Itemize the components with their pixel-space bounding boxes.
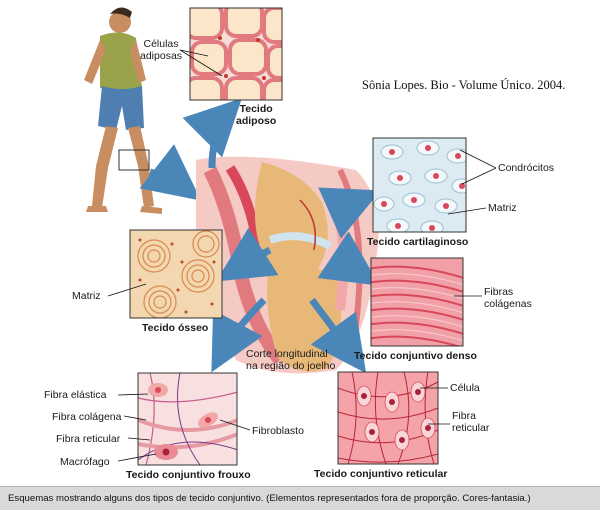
label-fibras-line1: Fibras: [484, 286, 514, 298]
label-fibra-colagena: Fibra colágena: [52, 411, 122, 423]
title-adiposo-line2: adiposo: [236, 115, 277, 127]
label-fibra-ret-line2: reticular: [452, 422, 490, 434]
label-condrocitos: Condrócitos: [498, 162, 555, 174]
knee-section: [196, 156, 379, 374]
title-adiposo-line1: Tecido: [239, 103, 273, 115]
label-celulas-line2: adiposas: [140, 50, 183, 62]
title-tecido-adiposo: Tecido adiposo: [236, 103, 276, 127]
label-fibra-reticular: Fibra reticular: [452, 410, 489, 434]
label-celulas-adiposas: Células adiposas: [140, 38, 182, 62]
panel-reticular: [337, 371, 450, 465]
label-celula: Célula: [450, 382, 480, 394]
label-fibras-colagenas: Fibras colágenas: [484, 286, 532, 310]
panel-cartilaginoso: [372, 137, 497, 233]
panel-frouxo: [117, 372, 251, 466]
label-macrofago: Macrófago: [60, 456, 110, 468]
label-fibra-ret-line1: Fibra: [452, 410, 476, 422]
label-corte-line1: Corte longitudinal: [246, 348, 328, 360]
label-corte-line2: na região do joelho: [246, 360, 336, 372]
panel-denso: [370, 257, 482, 347]
panel-adiposo: [179, 7, 283, 101]
label-fibra-elastica: Fibra elástica: [44, 389, 107, 401]
source-credit: Sônia Lopes. Bio - Volume Único. 2004.: [362, 78, 566, 92]
label-celulas-line1: Células: [143, 38, 179, 50]
label-matriz-osso: Matriz: [72, 290, 101, 302]
label-matriz-cartilagem: Matriz: [488, 202, 517, 214]
label-fibra-reticular-frouxo: Fibra reticular: [56, 433, 121, 445]
title-tecido-osseo: Tecido ósseo: [142, 322, 209, 334]
title-tecido-frouxo: Tecido conjuntivo frouxo: [126, 469, 251, 481]
title-tecido-denso: Tecido conjuntivo denso: [354, 350, 477, 362]
label-fibras-line2: colágenas: [484, 298, 532, 310]
title-tecido-cartilaginoso: Tecido cartilaginoso: [367, 236, 469, 248]
label-fibroblasto: Fibroblasto: [252, 425, 304, 437]
panel-osseo: [107, 229, 223, 319]
diagram-artwork: [84, 7, 497, 466]
figure-caption: Esquemas mostrando alguns dos tipos de t…: [0, 486, 600, 510]
label-corte-longitudinal: Corte longitudinal na região do joelho: [246, 348, 335, 372]
title-tecido-reticular: Tecido conjuntivo reticular: [314, 468, 448, 480]
